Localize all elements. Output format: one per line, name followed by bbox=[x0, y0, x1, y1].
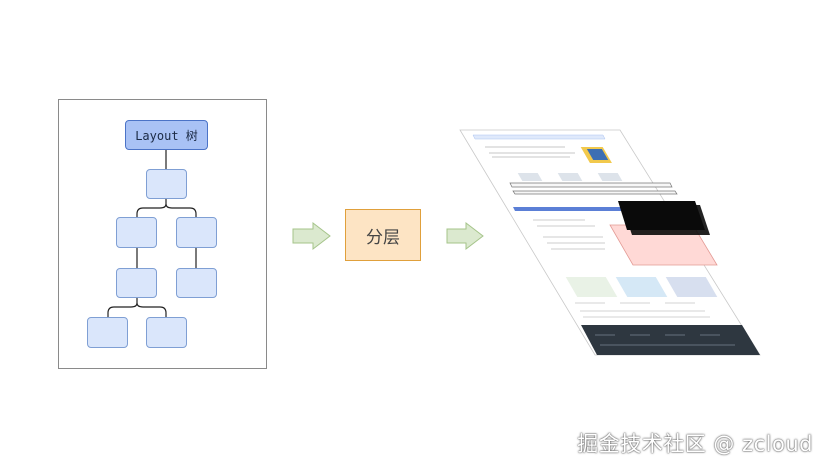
tree-node bbox=[176, 217, 217, 248]
tree-node bbox=[87, 317, 128, 348]
tree-node bbox=[146, 317, 187, 348]
page-image bbox=[565, 277, 618, 297]
tree-node bbox=[176, 268, 217, 298]
tree-node bbox=[116, 268, 157, 298]
layout-tree-root-node: Layout 树 bbox=[125, 120, 208, 150]
page-footer bbox=[581, 325, 760, 355]
tree-node bbox=[146, 169, 187, 199]
floating-layer bbox=[512, 190, 678, 195]
tree-node bbox=[116, 217, 157, 248]
page-header-bar bbox=[472, 134, 606, 140]
layering-step-box: 分层 bbox=[345, 209, 421, 261]
black-layer bbox=[622, 205, 710, 235]
floating-layer bbox=[509, 182, 673, 188]
arrow-icon bbox=[292, 221, 331, 251]
watermark: 掘金技术社区 @ zcloud bbox=[577, 432, 813, 456]
page-base-layer bbox=[459, 129, 761, 356]
layered-page-illustration bbox=[459, 129, 761, 356]
